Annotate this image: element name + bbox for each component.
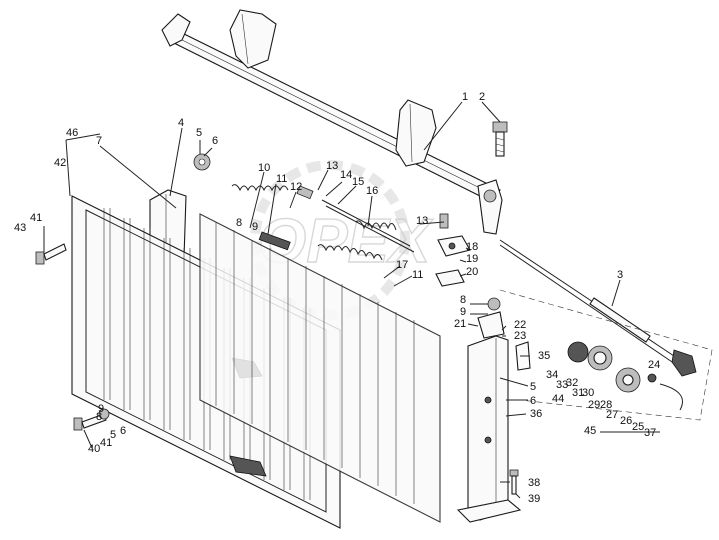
callout-2: 2 [479,91,485,103]
post-part-36 [456,335,522,523]
callout-39: 39 [528,493,540,505]
callout-40: 40 [88,443,100,455]
callout-labels: 1 2 3 4 5 6 7 8 9 10 11 12 13 14 15 16 1… [14,91,660,505]
callout-9-right: 9 [460,306,466,318]
callout-13-top: 13 [326,160,338,172]
callout-3: 3 [617,269,623,281]
callout-32: 32 [566,377,578,389]
callout-26: 26 [620,415,632,427]
shaft-assembly [161,9,503,235]
bolt-part-2 [492,121,508,157]
leader-lines [43,101,660,499]
callout-41-left: 41 [30,212,42,224]
nut-part-5-6 [193,153,211,171]
callout-20: 20 [466,266,478,278]
rear-grille [199,213,441,523]
callout-43: 43 [14,222,26,234]
callout-33: 33 [556,379,568,391]
callout-25: 25 [632,421,644,433]
callout-11-mid: 11 [412,269,423,281]
callout-1: 1 [462,91,468,103]
callout-19: 19 [466,253,478,265]
callout-9-left: 9 [252,221,258,233]
lock-mechanism [499,289,713,421]
rod-part-3 [499,239,697,377]
callout-46: 46 [66,127,78,139]
callout-17: 17 [396,259,408,271]
callout-7: 7 [96,135,102,147]
callout-21: 21 [454,318,466,330]
callout-18: 18 [466,241,478,253]
callout-12: 12 [290,181,302,193]
callout-14: 14 [340,169,352,181]
callout-8-right: 8 [460,294,466,306]
callout-8-bottom: 8 [96,411,102,423]
callout-31: 31 [572,387,584,399]
callout-10: 10 [258,162,270,174]
callout-6-top: 6 [212,135,218,147]
callout-16: 16 [366,185,378,197]
bolts-40-43 [35,243,110,431]
callout-6-right: 6 [530,395,536,407]
callout-44: 44 [552,393,564,405]
callout-42: 42 [54,157,66,169]
callout-5-right: 5 [530,381,536,393]
callout-37: 37 [644,427,656,439]
callout-23: 23 [514,330,526,342]
callout-27: 27 [606,409,618,421]
bolt-part-38-39 [509,469,519,495]
callout-35: 35 [538,350,550,362]
callout-5-bottom: 5 [110,429,116,441]
callout-29: 29 [588,399,600,411]
callout-15-top: 15 [352,176,364,188]
callout-6-bottom: 6 [120,425,126,437]
callout-5-top: 5 [196,127,202,139]
callout-36: 36 [530,408,542,420]
plates-18-20 [435,213,505,339]
callout-38: 38 [528,477,540,489]
callout-41-bottom: 41 [100,437,112,449]
callout-34: 34 [546,369,558,381]
callout-8-left: 8 [236,217,242,229]
callout-28: 28 [600,399,612,411]
springs [231,184,415,261]
callout-13-right: 13 [416,215,428,227]
callout-9-bottom: 9 [98,403,104,415]
callout-24: 24 [648,359,660,371]
callout-4: 4 [178,117,184,129]
callout-45: 45 [584,425,596,437]
callout-30: 30 [582,387,594,399]
callout-22: 22 [514,319,526,331]
callout-11-top: 11 [276,173,287,185]
